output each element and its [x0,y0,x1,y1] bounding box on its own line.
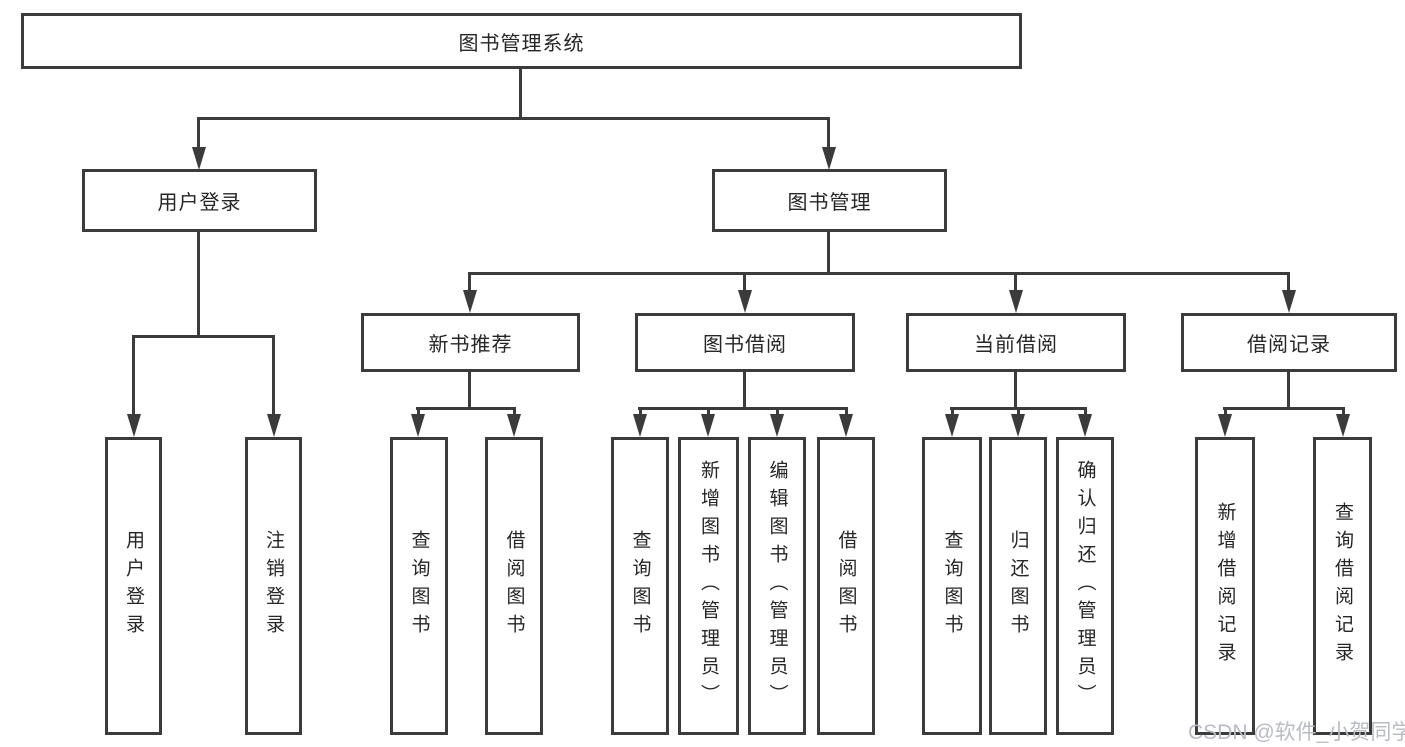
leaf-confirm-return-admin-label: 确认归还（管理员） [1074,460,1096,712]
connector-drop [1017,407,1020,418]
connector-branch-current [950,407,1087,410]
node-root-label: 图书管理系统 [458,32,585,55]
leaf-query-book-recommend: 查询图书 [390,437,448,735]
connector-drop [951,407,954,418]
leaf-add-borrow-record-label: 新增借阅记录 [1214,502,1236,670]
connector-drop [827,117,830,149]
node-new-book-recommend: 新书推荐 [361,313,580,372]
node-borrow-records-label: 借阅记录 [1247,334,1331,356]
leaf-return-book-label: 归还图书 [1007,530,1029,642]
arrow-down-icon [701,414,715,437]
connector-branch-userlogin [132,335,275,338]
connector-branch-records [1223,407,1345,410]
leaf-user-login: 用户登录 [105,437,162,735]
leaf-logout-label: 注销登录 [263,530,284,642]
leaf-add-borrow-record: 新增借阅记录 [1195,437,1255,735]
arrow-down-icon [633,414,647,437]
node-current-borrow: 当前借阅 [906,313,1126,372]
arrow-down-icon [738,290,752,313]
connector-drop [197,117,200,149]
arrow-down-icon [1282,290,1296,313]
node-root: 图书管理系统 [21,13,1022,69]
connector-records-trunk [1287,372,1290,410]
node-borrow-records: 借阅记录 [1181,313,1397,372]
csdn-watermark: CSDN @软件_小贺同学 [1188,721,1405,744]
connector-drop [468,272,471,293]
leaf-query-book-borrow-label: 查询图书 [629,530,651,642]
connector-branch-level1 [198,117,830,120]
connector-drop [513,407,516,418]
arrow-down-icon [945,414,959,437]
leaf-edit-book-admin: 编辑图书（管理员） [748,437,806,735]
arrow-down-icon [192,147,206,170]
connector-userlogin-trunk [197,232,200,337]
arrow-down-icon [1078,414,1092,437]
connector-drop [1342,407,1345,418]
connector-borrow-trunk [743,372,746,410]
node-user-login: 用户登录 [82,169,317,232]
connector-branch-bookmgmt [468,272,1290,275]
arrow-down-icon [1218,414,1232,437]
connector-drop [707,407,710,418]
node-user-login-label: 用户登录 [157,192,242,214]
leaf-query-book-borrow: 查询图书 [611,437,669,735]
connector-drop [743,272,746,293]
connector-drop [1014,272,1017,293]
node-book-borrow: 图书借阅 [635,313,855,372]
connector-newbook-trunk [468,372,471,410]
arrow-down-icon [1011,414,1025,437]
arrow-down-icon [127,414,141,437]
connector-drop [1224,407,1227,418]
connector-bookmgmt-trunk [827,232,830,275]
leaf-logout: 注销登录 [245,437,302,735]
connector-drop [639,407,642,418]
node-book-management-label: 图书管理 [787,192,872,214]
arrow-down-icon [267,414,281,437]
leaf-query-borrow-record: 查询借阅记录 [1313,437,1372,735]
leaf-edit-book-admin-label: 编辑图书（管理员） [766,460,788,712]
leaf-borrow-book-recommend-label: 借阅图书 [503,530,525,642]
arrow-down-icon [1009,290,1023,313]
arrow-down-icon [770,414,784,437]
leaf-borrow-book-recommend: 借阅图书 [485,437,543,735]
arrow-down-icon [822,147,836,170]
connector-drop [132,335,135,418]
connector-branch-borrow [638,407,848,410]
arrow-down-icon [1336,414,1350,437]
connector-drop [417,407,420,418]
node-book-borrow-label: 图书借阅 [703,334,787,356]
leaf-add-book-admin: 新增图书（管理员） [678,437,739,735]
node-book-management: 图书管理 [712,169,947,232]
node-new-book-recommend-label: 新书推荐 [428,334,513,356]
leaf-query-book-current: 查询图书 [922,437,982,735]
arrow-down-icon [839,414,853,437]
connector-drop [845,407,848,418]
connector-drop [1084,407,1087,418]
leaf-borrow-book: 借阅图书 [817,437,875,735]
leaf-query-borrow-record-label: 查询借阅记录 [1332,502,1353,670]
leaf-add-book-admin-label: 新增图书（管理员） [698,460,719,712]
leaf-return-book: 归还图书 [989,437,1047,735]
leaf-query-book-recommend-label: 查询图书 [408,530,430,642]
arrow-down-icon [411,414,425,437]
connector-drop [776,407,779,418]
connector-drop [272,335,275,418]
arrow-down-icon [463,290,477,313]
leaf-borrow-book-label: 借阅图书 [835,530,857,642]
leaf-user-login-label: 用户登录 [123,530,144,642]
connector-root-trunk [519,69,522,120]
connector-current-trunk [1014,372,1017,410]
node-current-borrow-label: 当前借阅 [974,334,1058,356]
leaf-confirm-return-admin: 确认归还（管理员） [1056,437,1114,735]
connector-branch-newbook [416,407,516,410]
connector-drop [1287,272,1290,293]
leaf-query-book-current-label: 查询图书 [941,530,963,642]
arrow-down-icon [507,414,521,437]
